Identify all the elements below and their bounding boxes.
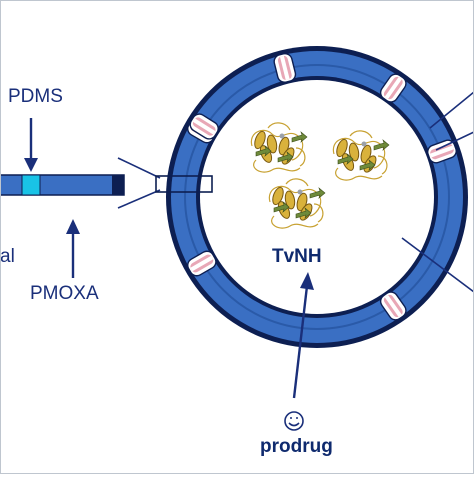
- zoom-line-bottom: [117, 189, 161, 209]
- pointer-line-top-right: [429, 91, 474, 129]
- enzyme-label: TvNH: [272, 246, 322, 267]
- zoom-box: [155, 175, 213, 193]
- cropped-label-fragment: al: [0, 246, 15, 267]
- prodrug-arrow-head: [300, 272, 314, 290]
- pointer-line-right: [435, 131, 474, 151]
- pointer-line-bottom-right: [401, 237, 474, 293]
- arrows: [24, 91, 474, 399]
- pmoxa-label: PMOXA: [30, 283, 99, 304]
- substrate-label: prodrug: [260, 436, 333, 457]
- smiley-icon: [284, 411, 304, 431]
- pdms-arrow-head: [24, 158, 38, 172]
- vesicle-mid-line: [184, 64, 450, 330]
- protein-structure-icon: [268, 178, 326, 229]
- membrane-pore-icon: [379, 73, 407, 103]
- membrane-pore-icon: [379, 291, 407, 321]
- membrane-pore-icon: [427, 139, 457, 164]
- membrane-pore-icon: [273, 52, 297, 83]
- protein-structure-icon: [250, 122, 308, 173]
- strip-pdms-segment: [21, 174, 41, 196]
- vesicle-lumen: [200, 80, 434, 314]
- membrane-pores: [187, 52, 457, 321]
- enzyme-proteins: [250, 122, 390, 229]
- zoom-line-top: [117, 157, 161, 179]
- membrane-strip: [0, 157, 213, 209]
- protein-structure-icon: [332, 130, 390, 181]
- pmoxa-arrow-head: [66, 219, 80, 234]
- membrane-pore-icon: [187, 250, 217, 277]
- strip-body: [0, 174, 125, 196]
- vesicle: [166, 46, 468, 348]
- membrane-pore-icon: [189, 113, 219, 140]
- prodrug-arrow-shaft: [292, 285, 309, 399]
- strip-end-cap: [112, 175, 124, 195]
- pdms-label: PDMS: [8, 86, 63, 107]
